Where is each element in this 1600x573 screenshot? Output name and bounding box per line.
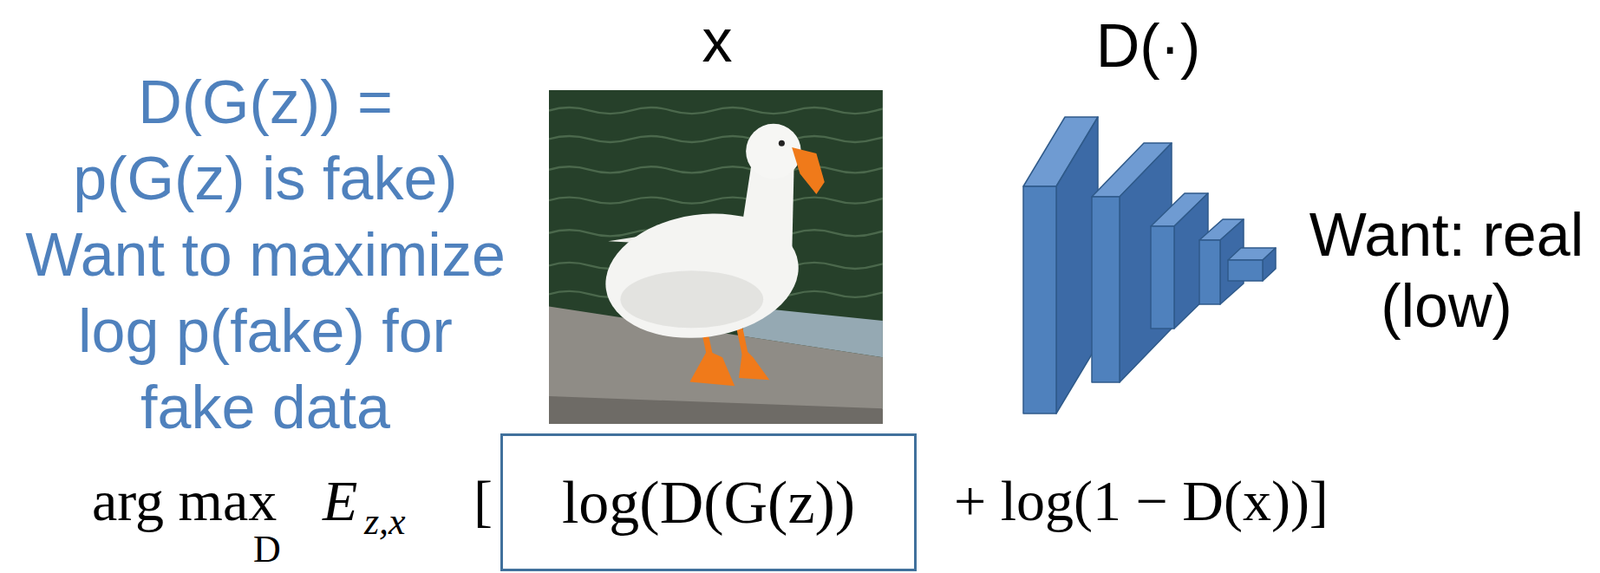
formula-bracket: [ bbox=[473, 472, 493, 530]
highlight-box: log(D(G(z)) bbox=[500, 433, 917, 572]
cnn-layer bbox=[1227, 248, 1276, 281]
network-label: D(·) bbox=[1052, 15, 1244, 77]
annotation-text: Want to maximize log p(fake) for fake da… bbox=[18, 216, 513, 446]
cnn-icon bbox=[1023, 117, 1276, 414]
image-label: x bbox=[673, 10, 761, 72]
formula-subscript: D bbox=[241, 530, 294, 569]
formula-expectation: E bbox=[322, 472, 358, 530]
output-note: Want: real (low) bbox=[1297, 199, 1597, 342]
duck-photo bbox=[548, 90, 883, 425]
annotation-text: D(G(z)) = p(G(z) is fake) bbox=[52, 64, 478, 217]
cnn-layer bbox=[1023, 117, 1098, 414]
formula-operator: arg max bbox=[91, 472, 277, 530]
formula-term: + log(1 − D(x))] bbox=[953, 472, 1329, 530]
formula-subscript: z,x bbox=[364, 502, 406, 542]
formula-term: log(D(G(z)) bbox=[561, 472, 856, 534]
